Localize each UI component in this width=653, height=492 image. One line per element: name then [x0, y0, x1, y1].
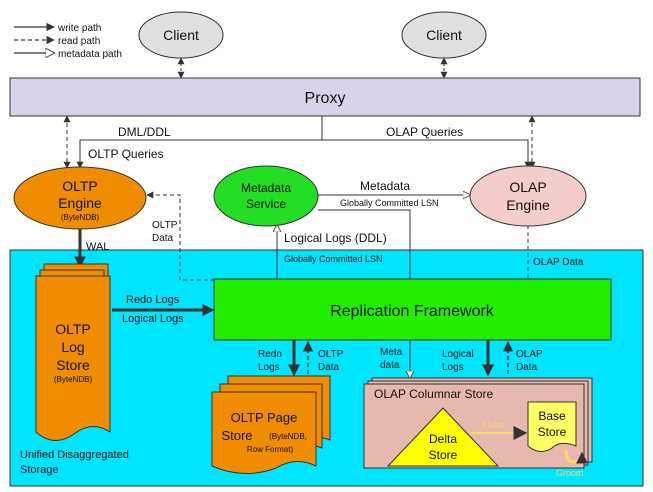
page-store-sub1: (ByteNDB,: [269, 432, 307, 441]
olap-data-right-label: OLAP Data: [533, 257, 584, 268]
metadata-service-line1: Metadata: [241, 181, 291, 195]
wal-label: WAL: [86, 241, 109, 253]
oltp-engine-sub: (ByteNDB): [61, 213, 100, 222]
oltp-engine: [13, 166, 147, 230]
replication-framework: [213, 278, 612, 341]
metadata-service-line2: Service: [246, 197, 286, 211]
delta-store: [386, 407, 500, 467]
storage-label-line1: Unified Disaggregated: [20, 449, 129, 461]
oltp-engine-line2: Engine: [58, 195, 102, 211]
groom-icon: [564, 449, 588, 464]
redo-logs-down-line1: Redo: [258, 349, 282, 360]
client-right-label: Client: [426, 27, 462, 43]
olap-engine-line1: OLAP: [509, 179, 546, 195]
oltp-data-left-line1: OLTP: [152, 220, 178, 231]
legend-metadata-label: metadata path: [58, 49, 122, 60]
olap-data-up-line1: OLAP: [516, 349, 543, 360]
edge-oltp-queries: [322, 139, 532, 169]
metadata-label: Metadata: [360, 179, 410, 193]
logical-logs-down-line2: Logs: [442, 362, 464, 373]
delta-store-line2: Store: [429, 448, 458, 462]
delta-store-line1: Delta: [429, 432, 457, 446]
oltp-data-left-line2: Data: [152, 233, 174, 244]
client-right: [401, 11, 487, 59]
redo-logs-down-line2: Logs: [258, 362, 280, 373]
client-left-label: Client: [163, 27, 199, 43]
oltp-engine-line1: OLTP: [62, 178, 98, 194]
log-store-line1: OLTP: [55, 321, 91, 337]
groom-label: Groom: [556, 468, 584, 478]
redo-logs-left-label: Redo Logs: [126, 294, 180, 306]
metadata-service: [213, 165, 319, 227]
proxy-label: Proxy: [305, 90, 346, 107]
log-store-line2: Log: [61, 339, 84, 355]
logical-logs-ddl-label: Logical Logs (DDL): [284, 231, 387, 245]
gcl-bottom-label: Globally Committed LSN: [284, 254, 383, 264]
oltp-data-up-line1: OLTP: [318, 349, 344, 360]
oltp-page-store: [211, 375, 331, 475]
olap-queries-label: OLAP Queries: [386, 125, 463, 139]
base-store-line2: Store: [538, 425, 567, 439]
meta-data-line2: data: [380, 360, 400, 371]
edge-dml-ddl: [76, 116, 323, 169]
oltp-queries-label: OLTP Queries: [88, 147, 164, 161]
log-store-sub: (ByteNDB): [54, 375, 93, 384]
logical-logs-down-line1: Logical: [442, 349, 474, 360]
legend-write-label: write path: [57, 23, 101, 34]
meta-data-line1: Meta: [380, 347, 403, 358]
legend-read-label: read path: [58, 36, 100, 47]
storage-label-line2: Storage: [20, 464, 59, 476]
page-store-line2: Store: [221, 428, 252, 443]
page-store-sub2: Row Format): [247, 445, 294, 454]
oltp-data-up-line2: Data: [318, 362, 340, 373]
log-store-line3: Store: [56, 357, 90, 373]
proxy-box: [9, 77, 641, 117]
client-left: [138, 11, 224, 59]
page-store-line1: OLTP Page: [231, 410, 298, 425]
base-store-line1: Base: [538, 409, 566, 423]
replication-label: Replication Framework: [330, 303, 495, 320]
olap-engine-line2: Engine: [506, 197, 550, 213]
legend: write path read path metadata path: [14, 22, 122, 60]
olap-engine: [469, 165, 587, 227]
logical-logs-left-label: Logical Logs: [122, 313, 184, 325]
gcl-top-label: Globally Committed LSN: [340, 198, 439, 208]
edge-oltp-data-read: [146, 191, 215, 281]
dml-ddl-label: DML/DDL: [118, 125, 171, 139]
oltp-log-store: [35, 263, 111, 441]
olap-data-up-line2: Data: [516, 362, 538, 373]
flush-label: Flush: [482, 420, 504, 430]
olap-columnar-label: OLAP Columnar Store: [374, 387, 493, 401]
base-store: [527, 401, 577, 452]
